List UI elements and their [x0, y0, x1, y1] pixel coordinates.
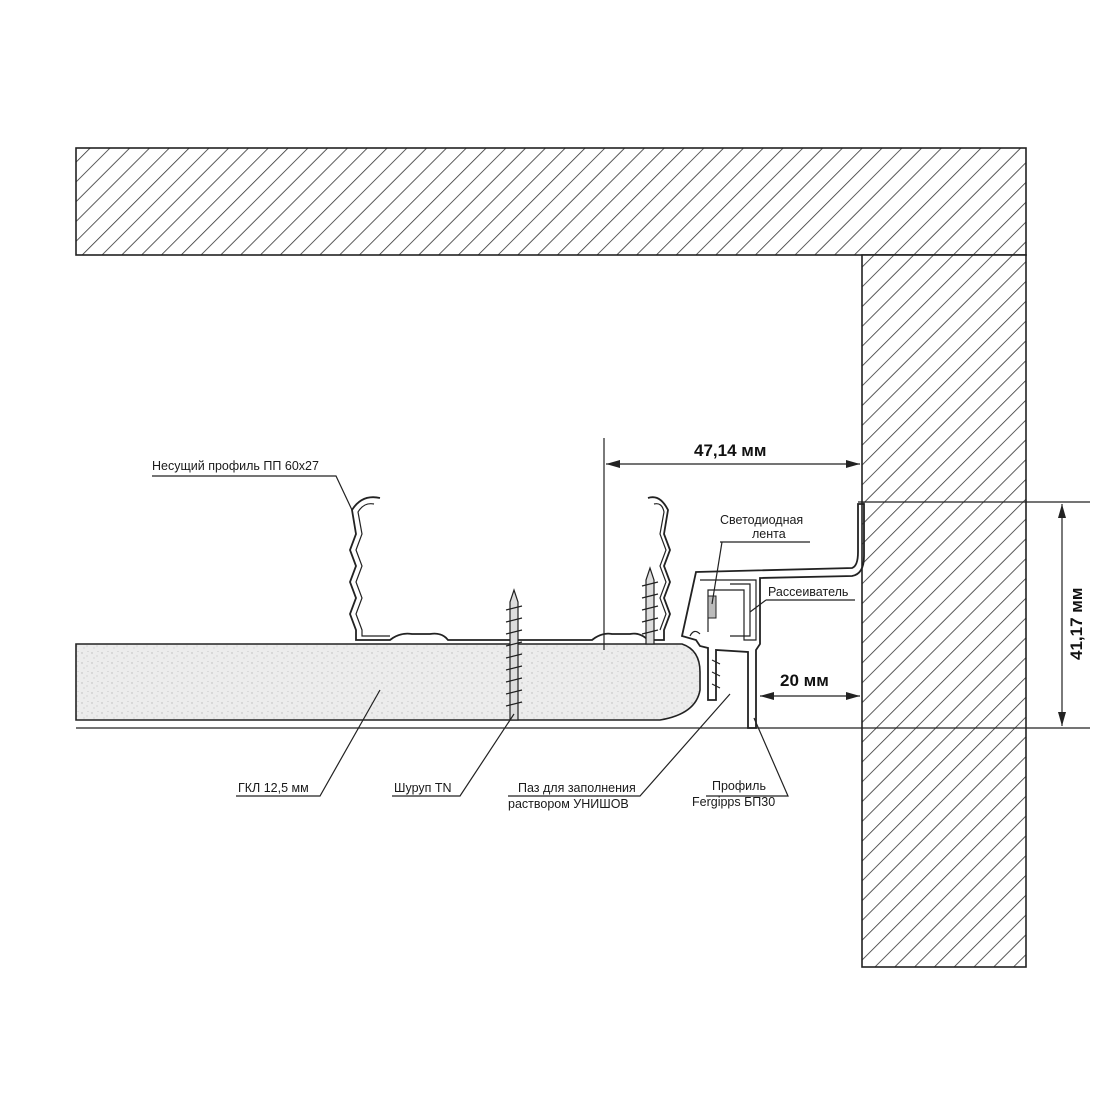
label-led-strip-2: лента — [752, 527, 786, 541]
ceiling-slab — [75, 147, 1027, 256]
leader-led-strip — [711, 541, 810, 605]
label-groove-2: раствором УНИШОВ — [508, 797, 629, 811]
diffuser — [730, 583, 751, 637]
dimension-horizontal-label: 47,14 мм — [694, 441, 766, 460]
label-diffuser: Рассеиватель — [768, 585, 848, 599]
leader-bearing-profile — [152, 475, 353, 511]
dimension-vertical-label: 41,17 мм — [1067, 588, 1086, 660]
gypsum-board — [75, 643, 701, 721]
label-profile-2: Fergipps БП30 — [692, 795, 775, 809]
dimension-wall-gap — [760, 692, 860, 700]
label-screw: Шуруп TN — [394, 781, 452, 795]
label-groove-1: Паз для заполнения — [518, 781, 636, 795]
leader-gypsum — [236, 689, 381, 797]
screw-right — [641, 566, 659, 645]
leader-groove — [508, 693, 731, 797]
leader-screw — [392, 713, 515, 797]
leader-profile — [706, 717, 789, 797]
led-strip — [707, 595, 717, 619]
dimension-vertical — [858, 501, 1090, 726]
label-profile-1: Профиль — [712, 779, 766, 793]
bearing-profile — [349, 496, 671, 641]
leader-diffuser — [749, 599, 855, 613]
dimension-horizontal — [603, 438, 860, 650]
label-bearing-profile: Несущий профиль ПП 60х27 — [152, 459, 319, 473]
wall — [861, 254, 1027, 968]
label-gypsum-board: ГКЛ 12,5 мм — [238, 781, 309, 795]
label-led-strip-1: Светодиодная — [720, 513, 803, 527]
fergipps-profile — [680, 503, 865, 729]
screw-left — [505, 588, 523, 721]
dimension-wall-gap-label: 20 мм — [780, 671, 829, 690]
